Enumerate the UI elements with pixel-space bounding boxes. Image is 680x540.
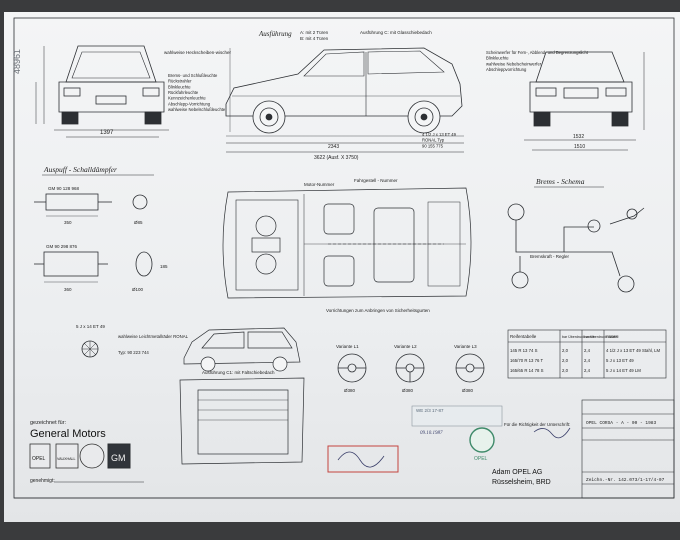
tire-table-header: bar Überdruck vorne bbox=[562, 335, 595, 339]
title-block-frame bbox=[581, 399, 675, 499]
tire-table-cell: 165/65 R 14 78 S bbox=[510, 368, 544, 373]
rear-wiper-label: wahlweise Heckscheiben-wischer bbox=[164, 50, 232, 55]
blueprint-drawing: 48961 1397 wahlweise Heckscheiben-wische… bbox=[12, 17, 675, 499]
exhaust-muffler-2 bbox=[34, 251, 153, 283]
tire-table bbox=[507, 329, 667, 379]
emblem-logo bbox=[79, 443, 105, 469]
exhaust-part-2: GM 90 298 876 bbox=[46, 244, 78, 249]
inspection-stamp bbox=[411, 405, 503, 427]
brake-scheme-drawing bbox=[507, 203, 645, 293]
opel-stamp-text: OPEL bbox=[474, 456, 488, 462]
steering-wheel-l1 bbox=[337, 353, 367, 383]
sheet-border bbox=[13, 17, 675, 499]
inspection-stamp-date: WE 2/3 17-87 bbox=[416, 408, 444, 413]
tire-table-cell: 2,4 bbox=[584, 358, 591, 363]
motor-number-label: Motor-Nummer bbox=[304, 182, 335, 187]
approval-signature bbox=[337, 451, 385, 468]
exhaust-dim-1: 350 bbox=[64, 220, 72, 225]
brand-logos: OPEL VAUXHALL GM bbox=[29, 443, 131, 469]
tire-table-cell: 2,0 bbox=[562, 368, 569, 373]
company-name: Adam OPEL AG bbox=[492, 469, 542, 476]
brake-regulator-label: Bremskraft - Regler bbox=[530, 254, 570, 259]
steering-wheel-l2 bbox=[395, 353, 425, 383]
steering-wheel-l3 bbox=[455, 353, 485, 383]
gm-logo bbox=[107, 443, 131, 469]
steering-diameter-l3: Ø380 bbox=[462, 388, 474, 393]
small-car-side-drawing bbox=[183, 327, 301, 372]
company-city: Rüsselsheim, BRD bbox=[492, 479, 551, 486]
exhaust-dim-2: Ø85 bbox=[134, 220, 143, 225]
approval-note: Für die Richtigkeit der Unterschrift: bbox=[504, 422, 570, 427]
chassis-number-label: Fahrgestell - Nummer bbox=[354, 178, 398, 183]
tire-table-cell: 5 J x 14 ET 49 LM bbox=[606, 368, 641, 373]
drawn-for-label: gezeichnet für: bbox=[30, 420, 67, 426]
overall-length-dimension: 3622 (Ausf. X 3750) bbox=[314, 155, 359, 161]
gm-logo-text: GM bbox=[111, 453, 126, 463]
plan-view-drawing bbox=[222, 187, 472, 299]
sheet-number: 48961 bbox=[12, 49, 22, 74]
wheelbase-dimension: 2343 bbox=[328, 144, 339, 150]
exhaust-dim-5: 185 bbox=[160, 264, 168, 269]
opel-logo bbox=[29, 443, 51, 469]
tire-table-header: RÄDER bbox=[606, 335, 619, 339]
rear-track-dimension: 1397 bbox=[100, 130, 114, 136]
alloy-wheel-type: Typ: 90 223 744 bbox=[118, 350, 149, 355]
title-document-number: Zeichn.-Nr. 142.073/1-17/4-07 bbox=[586, 477, 665, 483]
steering-variant-l3: Variante L3 bbox=[454, 344, 477, 349]
tire-table-cell: 2,4 bbox=[584, 368, 591, 373]
exhaust-dim-3: 360 bbox=[64, 287, 72, 292]
steering-variant-l1: Variante L1 bbox=[336, 344, 359, 349]
alloy-wheel-description: wahlweise Leichtmetallräder RONAL bbox=[118, 334, 189, 339]
tire-table-cell: 2,0 bbox=[562, 358, 569, 363]
alloy-rim-size: 5 J x 14 ET 49 bbox=[76, 324, 105, 329]
tire-table-cell: 2,0 bbox=[562, 348, 569, 353]
tire-table-cell: 145 R 13 74 S bbox=[510, 348, 538, 353]
opel-green-stamp bbox=[469, 427, 495, 453]
sunroof-variant-label: Ausführung C: mit Glasschiebedach bbox=[360, 30, 432, 35]
brake-heading: Brems - Schema bbox=[536, 177, 585, 186]
belt-anchor-note: Vorrichtungen zum Anbringen von Sicherhe… bbox=[326, 308, 430, 313]
steering-diameter-l1: Ø380 bbox=[344, 388, 356, 393]
opel-logo-text: OPEL bbox=[32, 456, 46, 462]
front-width-dimension: 1532 bbox=[573, 134, 584, 140]
tire-table-header: Reifentabelle bbox=[510, 334, 537, 339]
exhaust-part-1: GM 90 128 968 bbox=[48, 186, 80, 191]
approved-label: genehmigt: bbox=[30, 478, 55, 484]
tire-table-cell: 2,4 bbox=[584, 348, 591, 353]
tire-table-header: bar Überdruck hinten bbox=[584, 335, 618, 339]
front-view-drawing bbox=[524, 51, 645, 151]
steering-diameter-l2: Ø380 bbox=[402, 388, 414, 393]
company-signature bbox=[533, 427, 571, 439]
tire-table-cell: 4 1/2 J x 13 ET 49 Stahl, LM bbox=[606, 348, 661, 353]
sunroof-top-drawing bbox=[179, 377, 305, 465]
exhaust-dim-4: Ø100 bbox=[132, 287, 144, 292]
general-motors-label: General Motors bbox=[30, 428, 106, 440]
vauxhall-logo bbox=[55, 443, 79, 469]
rear-view-drawing bbox=[35, 45, 169, 138]
execution-label: Ausführung bbox=[258, 30, 292, 38]
front-lights-label: Scheinwerfer für Fern-, Abblend- und Beg… bbox=[486, 50, 589, 72]
approval-date: 09.10.1987 bbox=[420, 431, 443, 436]
title-model: OPEL CORSA - A - 00 - 1983 bbox=[586, 420, 657, 426]
front-track-dimension: 1510 bbox=[574, 144, 585, 150]
steering-variant-l2: Variante L2 bbox=[394, 344, 417, 349]
tire-table-cell: 5 J x 13 ET 49 bbox=[606, 358, 634, 363]
exhaust-heading: Auspuff - Schalldämpfer bbox=[43, 165, 117, 174]
red-approval-stamp bbox=[327, 445, 399, 473]
tire-table-cell: 165/70 R 13 76 T bbox=[510, 358, 544, 363]
exhaust-muffler-1 bbox=[34, 193, 148, 217]
vauxhall-logo-text: VAUXHALL bbox=[57, 457, 76, 461]
blueprint-sheet: 48961 1397 wahlweise Heckscheiben-wische… bbox=[4, 12, 680, 522]
folding-sunroof-label: Ausführung C1: mit Faltschiebedach bbox=[202, 370, 275, 375]
side-view-drawing bbox=[225, 47, 464, 153]
